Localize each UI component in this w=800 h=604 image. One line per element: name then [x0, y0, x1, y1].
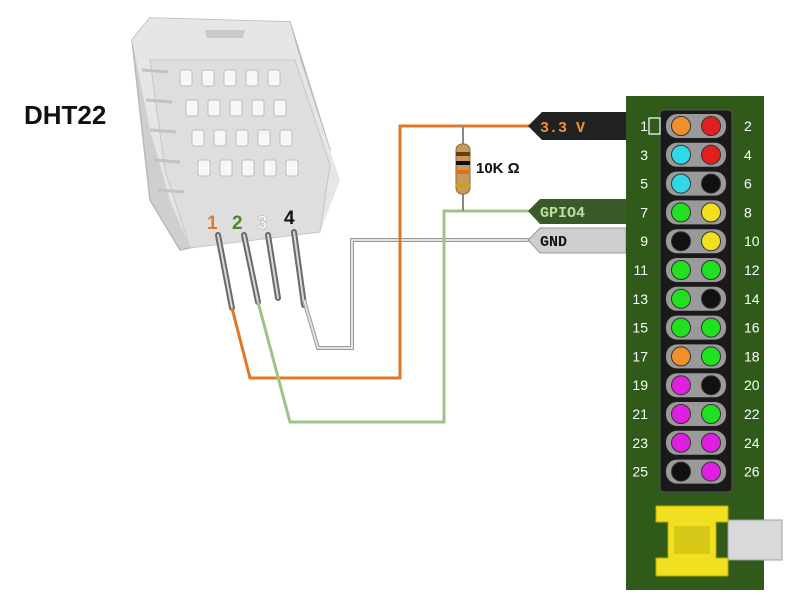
- pullup-resistor: [455, 126, 471, 211]
- gpio-pin-11: [671, 260, 691, 280]
- pin-number-left: 19: [632, 377, 648, 393]
- gpio-pin-3: [671, 144, 691, 165]
- tag-gnd: GND: [527, 227, 627, 254]
- gpio-pin-8: [701, 202, 721, 223]
- tag-3v3-text: 3.3 V: [540, 120, 585, 137]
- gpio-pin-24: [701, 432, 721, 453]
- resistor-label: 10K Ω: [476, 160, 520, 177]
- gpio-pin-9: [671, 231, 691, 252]
- pin-2-label: 2: [232, 213, 243, 234]
- pin-number-right: 4: [744, 147, 752, 163]
- pin-number-right: 10: [744, 233, 760, 249]
- pin-number-right: 22: [744, 406, 760, 422]
- sensor-legs: [215, 229, 307, 311]
- gpio-pin-17: [671, 346, 691, 367]
- pin-number-left: 17: [632, 348, 648, 364]
- pin-number-left: 5: [640, 176, 648, 192]
- gpio-pin-20: [701, 375, 721, 396]
- gpio-pin-14: [701, 288, 721, 309]
- vcc-wire: [230, 124, 530, 380]
- gpio-pin-21: [671, 404, 691, 424]
- pin-number-right: 8: [744, 204, 752, 220]
- tag-gnd-text: GND: [540, 234, 567, 251]
- sensor-title: DHT22: [24, 100, 106, 130]
- gpio-pin-12: [701, 260, 721, 280]
- pin-number-right: 14: [744, 291, 760, 307]
- gpio-pin-23: [671, 432, 691, 453]
- pin-1-label: 1: [207, 213, 218, 234]
- pin-number-left: 9: [640, 233, 648, 249]
- vent-slots: [179, 69, 299, 177]
- pin-number-right: 26: [744, 464, 760, 480]
- gpio-pin-15: [671, 317, 691, 338]
- pin-number-right: 16: [744, 320, 760, 336]
- gpio-pin-26: [701, 461, 721, 482]
- pin-number-left: 11: [633, 262, 648, 278]
- pin-number-right: 2: [744, 118, 752, 134]
- gpio-pin-19: [671, 375, 691, 396]
- gpio-pin-18: [701, 346, 721, 367]
- pin-number-right: 12: [744, 262, 760, 278]
- tag-3v3: 3.3 V: [528, 112, 626, 140]
- gpio-pin-1: [671, 116, 691, 136]
- pin-number-left: 3: [640, 147, 648, 163]
- tag-gpio4-text: GPIO4: [540, 205, 585, 222]
- gpio-pin-6: [701, 173, 721, 194]
- pin-3-label: 3: [257, 213, 268, 234]
- gpio-pin-4: [701, 144, 721, 165]
- ground-wire: [302, 238, 530, 350]
- pin-number-left: 13: [632, 291, 648, 307]
- dht22-sensor: [131, 17, 340, 251]
- pin-number-left: 7: [640, 204, 648, 220]
- pin-4-label: 4: [284, 208, 295, 229]
- pin-number-right: 18: [744, 348, 760, 364]
- tag-gpio4: GPIO4: [528, 199, 626, 224]
- pin-number-left: 21: [632, 406, 648, 422]
- pin-number-left: 1: [640, 118, 648, 134]
- pin-number-left: 23: [632, 435, 648, 451]
- pin-number-left: 15: [632, 320, 648, 336]
- gpio-pin-16: [701, 317, 721, 338]
- data-wire: [256, 209, 530, 424]
- gpio-pin-2: [701, 116, 721, 136]
- gpio-pin-25: [671, 461, 691, 482]
- ribbon-connector: [655, 505, 783, 577]
- pin-number-right: 20: [744, 377, 760, 393]
- pin-number-left: 25: [632, 464, 648, 480]
- gpio-pin-13: [671, 288, 691, 309]
- gpio-pin-5: [671, 173, 691, 194]
- pin-number-right: 6: [744, 176, 752, 192]
- gpio-pin-10: [701, 231, 721, 252]
- gpio-pin-7: [671, 202, 691, 223]
- pin-number-right: 24: [744, 435, 760, 451]
- gpio-pin-22: [701, 404, 721, 424]
